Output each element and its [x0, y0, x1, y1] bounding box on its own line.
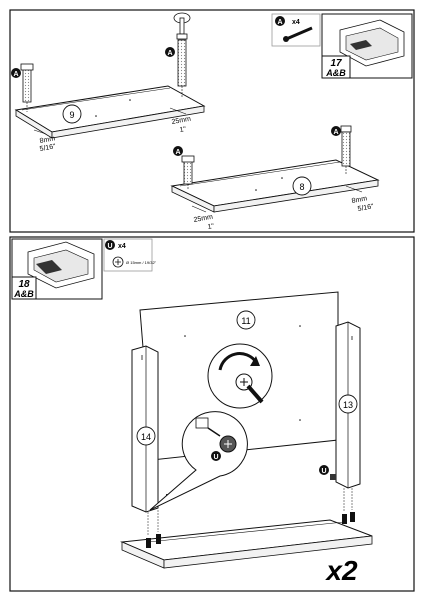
step-17-frame	[9, 9, 415, 233]
svg-text:U: U	[321, 468, 326, 475]
hardware-callout-u: U x4 Ø 15mm / 19/32"	[103, 238, 157, 272]
step-18-variant: A&B	[13, 289, 34, 299]
part-13-label: 13	[343, 400, 353, 410]
step-18-number: 18	[18, 279, 30, 290]
part-11-callout	[236, 310, 256, 330]
step-17-number: 17	[330, 58, 342, 69]
part-9-callout	[62, 104, 82, 124]
hardware-callout-a: A x4	[271, 13, 321, 47]
part-11-label: 11	[241, 316, 250, 326]
step-17-panel: 17 A&B A x4 9 A	[9, 9, 415, 233]
svg-text:25mm: 25mm	[193, 214, 214, 224]
svg-text:x4: x4	[118, 243, 126, 250]
step-17-thumbnail: 17 A&B	[321, 13, 413, 79]
part-8-callout	[292, 176, 312, 196]
bottom-board	[120, 488, 373, 569]
part-13-callout	[338, 394, 358, 414]
side-panel-part-13: 13 U	[319, 321, 361, 489]
step-17-variant: A&B	[325, 68, 346, 78]
fastener-letter-badge	[331, 126, 341, 136]
svg-text:A: A	[333, 129, 338, 136]
detail-bubble-insert-cam: U	[149, 411, 248, 511]
svg-text:5/16": 5/16"	[357, 203, 375, 213]
svg-text:U: U	[107, 243, 112, 250]
step-18-frame	[9, 236, 415, 592]
dimension-25mm-left: 25mm 1"	[191, 205, 215, 231]
cam-dowel-left-9: A	[11, 63, 34, 112]
screwdriver-icon	[246, 384, 264, 404]
svg-text:8mm: 8mm	[39, 135, 56, 145]
hardware-letter-badge	[275, 16, 285, 26]
svg-text:1": 1"	[207, 223, 215, 231]
svg-text:1": 1"	[179, 126, 187, 134]
svg-text:A: A	[175, 149, 180, 156]
board-part-8: 8	[170, 159, 380, 213]
rotate-arrow-icon	[218, 352, 258, 371]
svg-text:25mm: 25mm	[171, 116, 192, 126]
part-8-label: 8	[299, 182, 304, 192]
svg-text:A: A	[167, 50, 172, 57]
hardware-qty: x4	[292, 19, 300, 26]
cam-spec: Ø 15mm / 19/32"	[126, 260, 157, 265]
insert-arrow-icon	[207, 427, 221, 437]
dimension-8mm-left: 8mm 5/16"	[33, 129, 57, 153]
cam-dowel-right-9: A	[165, 12, 191, 98]
part-14-label: 14	[141, 432, 151, 442]
dimension-8mm-right: 8mm 5/16"	[345, 185, 375, 213]
step-18-panel: 18 A&B U x4 Ø 15mm / 19/32" 11 1	[9, 236, 415, 592]
part-14-callout	[136, 426, 156, 446]
cam-dowel-left-8: A	[173, 146, 195, 190]
fastener-letter: A	[13, 71, 18, 78]
side-panel-part-14: 14	[131, 345, 172, 513]
svg-text:5/16": 5/16"	[39, 143, 57, 153]
fastener-letter-badge	[173, 146, 183, 156]
dimension-25mm-right: 25mm 1"	[169, 107, 192, 134]
hardware-letter: A	[277, 19, 282, 26]
step-18-thumbnail: 18 A&B	[11, 238, 103, 300]
fastener-letter-badge	[11, 68, 21, 78]
fastener-letter-badge	[165, 47, 175, 57]
quantity-multiplier: x2	[324, 555, 358, 586]
svg-text:8mm: 8mm	[351, 195, 368, 205]
part-9-label: 9	[69, 110, 74, 120]
cam-dowel-right-8: A	[331, 125, 352, 174]
board-part-9: 9	[14, 85, 206, 139]
svg-text:U: U	[213, 454, 218, 461]
detail-bubble-rotate-cam	[207, 343, 273, 409]
